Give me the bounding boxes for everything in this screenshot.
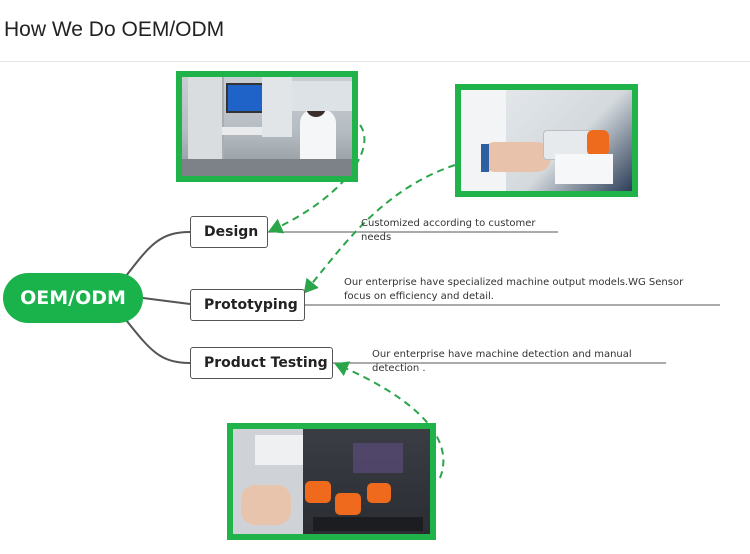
note-product-testing: Our enterprise have machine detection an… [372,349,632,374]
page-header: How We Do OEM/ODM [0,0,750,62]
node-prototyping: Prototyping [190,289,305,321]
dashed-arrow-design [268,124,366,234]
testing-photo [227,423,436,540]
prototyping-photo [455,84,638,197]
branch-testing [125,319,191,364]
dashed-arrow-testing [334,361,445,479]
note-prototyping: Our enterprise have specialized machine … [344,277,684,302]
branch-design [125,231,191,277]
design-photo [176,71,358,182]
node-design: Design [190,216,268,248]
hub-oem-odm: OEM/ODM [3,273,143,323]
note-design: Customized according to customer needs [361,218,536,243]
page-title: How We Do OEM/ODM [4,18,225,41]
dashed-arrow-prototyping [303,164,456,294]
node-product-testing: Product Testing [190,347,333,379]
branch-prototyping [142,297,191,305]
